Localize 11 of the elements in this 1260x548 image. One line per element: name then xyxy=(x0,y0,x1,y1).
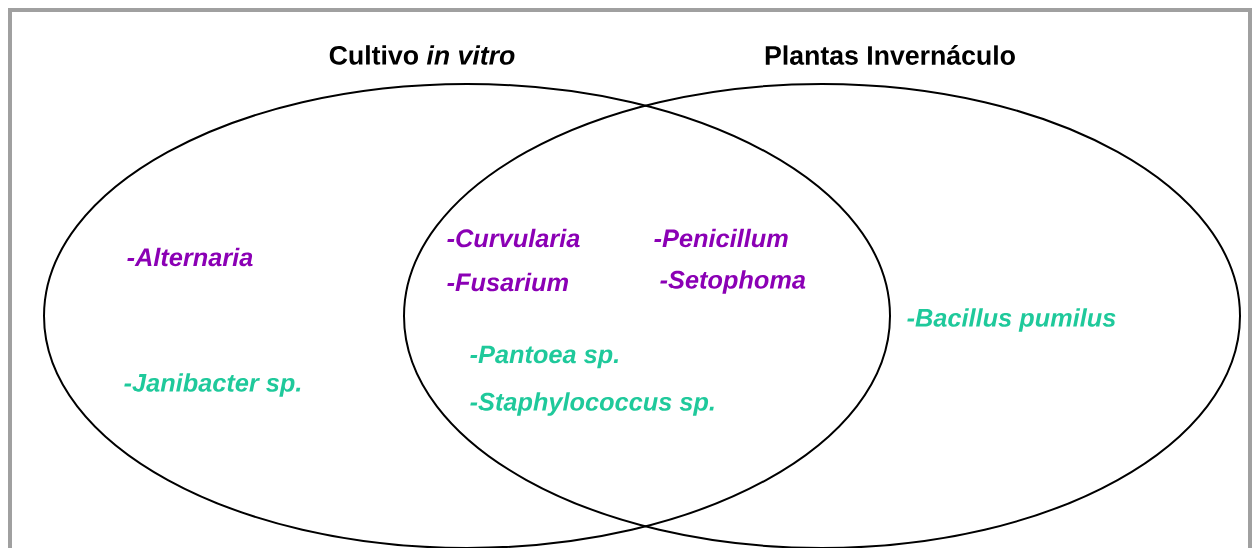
organism-name: -Bacillus pumilus xyxy=(907,308,1116,332)
organism-name: -Setophoma xyxy=(660,270,806,294)
set-heading: Cultivo in vitro xyxy=(329,45,515,65)
organism-name: -Pantoea sp. xyxy=(470,345,619,369)
organism-name: -Curvularia xyxy=(447,228,580,248)
organism-name: -Staphylococcus sp. xyxy=(470,392,714,416)
organism-name: -Penicillum xyxy=(654,228,788,248)
organism-name: -Alternaria xyxy=(127,247,253,267)
organism-name: -Fusarium xyxy=(447,272,568,292)
organism-name: -Janibacter sp. xyxy=(124,373,301,397)
set-heading: Plantas Invernáculo xyxy=(765,45,1015,65)
